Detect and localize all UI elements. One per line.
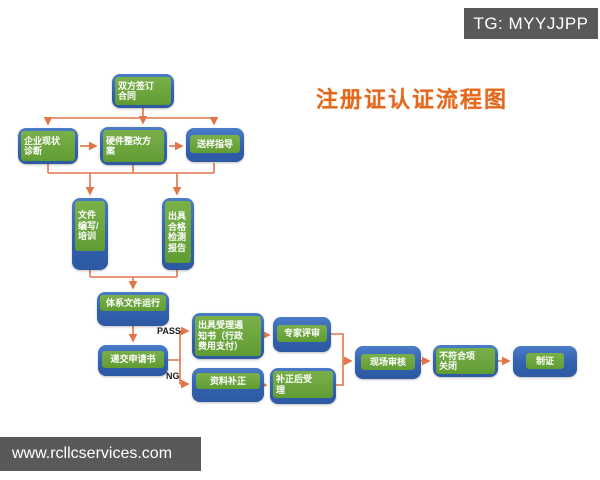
node-certificate-issue-label: 制证 bbox=[526, 353, 564, 369]
node-sample-guidance-label: 送样指导 bbox=[190, 135, 240, 153]
telegram-badge: TG: MYYJJPP bbox=[464, 8, 598, 39]
node-system-run: 体系文件运行 bbox=[97, 292, 169, 326]
node-hardware-rectify: 硬件整改方 案 bbox=[100, 127, 167, 165]
node-acceptance-notice-label: 出具受理通 知书（行政 费用支付） bbox=[195, 316, 261, 356]
node-site-audit: 现场审核 bbox=[355, 346, 421, 379]
edge-label-pass: PASS bbox=[157, 326, 181, 336]
node-system-run-label: 体系文件运行 bbox=[100, 295, 166, 311]
node-doc-training-label: 文件 编写/ 培训 bbox=[75, 201, 105, 251]
node-site-audit-label: 现场审核 bbox=[361, 354, 415, 370]
node-expert-review-label: 专家评审 bbox=[277, 325, 327, 342]
node-material-correction-label: 资料补正 bbox=[196, 373, 260, 389]
node-expert-review: 专家评审 bbox=[273, 317, 331, 352]
node-submit-application: 递交申请书 bbox=[98, 345, 168, 376]
node-test-report: 出具 合格 检测 报告 bbox=[162, 198, 194, 270]
node-sample-guidance: 送样指导 bbox=[186, 128, 244, 162]
edge-label-ng: NG bbox=[166, 371, 180, 381]
diagram-title: 注册证认证流程图 bbox=[316, 87, 509, 112]
node-post-correction-acceptance: 补正后受 理 bbox=[270, 368, 336, 404]
node-test-report-label: 出具 合格 检测 报告 bbox=[165, 201, 191, 263]
node-submit-application-label: 递交申请书 bbox=[102, 351, 164, 368]
node-hardware-rectify-label: 硬件整改方 案 bbox=[103, 130, 164, 162]
watermark-bar: www.rcllcservices.com bbox=[0, 437, 201, 471]
node-acceptance-notice: 出具受理通 知书（行政 费用支付） bbox=[192, 313, 264, 359]
node-nonconformity-closure: 不符合项 关闭 bbox=[433, 345, 498, 377]
node-certificate-issue: 制证 bbox=[513, 346, 577, 377]
node-doc-training: 文件 编写/ 培训 bbox=[72, 198, 108, 270]
node-nonconformity-closure-label: 不符合项 关闭 bbox=[436, 348, 495, 374]
node-sign-contract-label: 双方签订 合同 bbox=[115, 77, 171, 105]
node-material-correction: 资料补正 bbox=[192, 368, 264, 402]
node-status-diagnosis: 企业现状 诊断 bbox=[18, 128, 78, 164]
node-post-correction-acceptance-label: 补正后受 理 bbox=[273, 371, 333, 398]
node-sign-contract: 双方签订 合同 bbox=[112, 74, 174, 108]
node-status-diagnosis-label: 企业现状 诊断 bbox=[21, 131, 75, 161]
